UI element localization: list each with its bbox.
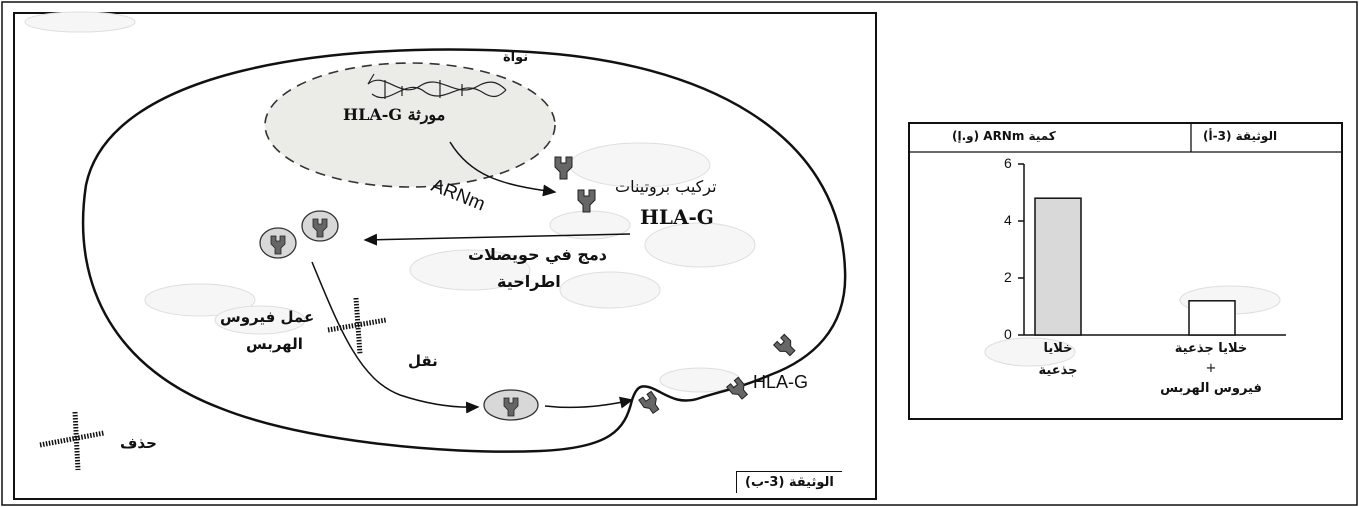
protein-icon-cytoplasm-2 xyxy=(577,189,596,213)
protein-synthesis-hla-label: HLA-G xyxy=(640,205,714,229)
document-a-frame xyxy=(908,122,1343,420)
deletion-label: حذف xyxy=(120,434,157,452)
protein-icon-membrane-1 xyxy=(638,390,660,415)
transport-label: نقل xyxy=(408,352,438,370)
arrow-to-vesicles xyxy=(363,233,631,246)
virus-action-label-line2: الهربس xyxy=(246,335,303,353)
y-tick-6: 6 xyxy=(1004,155,1012,171)
document-b-frame xyxy=(13,12,877,500)
virus-action-label-line1: عمل فيروس xyxy=(220,308,315,326)
dna-helix-icon xyxy=(367,73,507,99)
protein-icon-membrane-3 xyxy=(772,333,796,357)
hla-g-protein-icons xyxy=(554,156,796,415)
nucleus xyxy=(264,62,556,188)
nucleus-label: نواة xyxy=(503,50,529,65)
deletion-cross-icon xyxy=(39,411,105,471)
vesicles-label-line2: اطراحية xyxy=(497,272,561,291)
category-1-line1: خلايا xyxy=(1043,341,1073,356)
category-2-line3: فيروس الهربس xyxy=(1160,381,1262,396)
vesicle-1 xyxy=(259,227,297,259)
block-cross-icon xyxy=(327,297,387,355)
bar-2 xyxy=(1188,300,1236,336)
protein-icon-cytoplasm-1 xyxy=(554,156,573,180)
vesicle-3 xyxy=(483,389,539,421)
bar-1 xyxy=(1034,197,1082,336)
vesicle-2 xyxy=(301,210,339,242)
gene-label: مورثة HLA-G xyxy=(343,105,446,124)
document-a-tag: الوثيقة (3-أ) xyxy=(1203,129,1278,143)
y-tick-4: 4 xyxy=(1004,212,1012,228)
arrow-transcription xyxy=(449,141,557,197)
y-tick-0: 0 xyxy=(1004,326,1012,342)
arrow-transport xyxy=(311,261,480,414)
arrow-to-membrane xyxy=(544,396,634,409)
category-1-line2: جذعية xyxy=(1038,363,1078,378)
scan-smudges xyxy=(24,11,1281,393)
document-b-tag: الوثيقة (3-ب) xyxy=(736,471,842,493)
cell-membrane xyxy=(81,48,847,453)
category-2-line1: خلايا جذعية xyxy=(1174,341,1248,356)
vesicles xyxy=(259,210,539,421)
chart-y-axis-label: كمية ARNm (و.إ) xyxy=(952,129,1056,143)
chart-bars xyxy=(1034,197,1236,336)
y-tick-2: 2 xyxy=(1004,269,1012,285)
protein-icon-membrane-2 xyxy=(726,376,749,400)
protein-synthesis-label: تركيب بروتينات xyxy=(615,177,717,196)
membrane-hla-g-label: HLA-G xyxy=(753,372,809,392)
vesicles-label-line1: دمج في حويصلات xyxy=(468,245,608,264)
category-2-line2: + xyxy=(1205,361,1217,376)
